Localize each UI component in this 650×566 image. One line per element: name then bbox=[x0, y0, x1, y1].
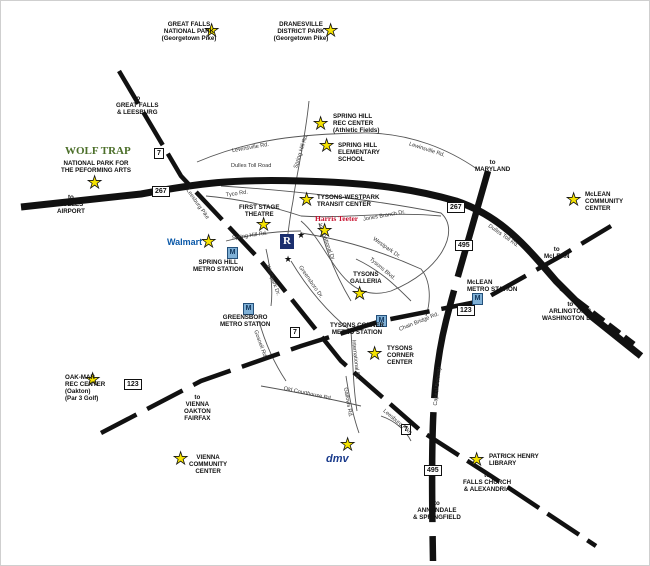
harris-teeter-logo: Harris Teeter bbox=[315, 214, 359, 223]
label-vienna-community: VIENNA COMMUNITY CENTER bbox=[189, 454, 228, 475]
marker-star-icon: ★ bbox=[297, 230, 306, 240]
star-icon-spring-hill-elem[interactable]: ★ bbox=[319, 136, 335, 156]
label-greensboro-metro: GREENSBORO METRO STATION bbox=[220, 314, 271, 328]
westpark-drive-west bbox=[265, 248, 273, 307]
greensboro-drive bbox=[290, 260, 352, 332]
direction-dulles: to DULLES AIRPORT bbox=[57, 194, 85, 215]
property-location-icon[interactable]: R bbox=[280, 234, 294, 249]
gallows-road bbox=[345, 375, 360, 434]
route-267-shield-west: 267 bbox=[152, 186, 170, 197]
direction-arlington: to ARLINGTON & WASHINGTON D.C. bbox=[542, 301, 599, 322]
direction-mclean: to McLEAN bbox=[544, 246, 570, 260]
lewinsville-road bbox=[196, 132, 478, 170]
walmart-logo: Walmart bbox=[167, 237, 203, 247]
star-icon-oak-mar[interactable]: ★ bbox=[85, 370, 101, 390]
star-icon-spring-hill-rec[interactable]: ★ bbox=[313, 114, 329, 134]
metro-icon-greensboro[interactable]: M bbox=[243, 303, 254, 315]
wolf-trap-logo: WOLF TRAP bbox=[65, 145, 131, 157]
tysons-blvd bbox=[355, 258, 412, 302]
international-drive-south bbox=[350, 330, 358, 412]
label-tysons-galleria: TYSONS GALLERIA bbox=[350, 271, 382, 285]
label-tysons-corner-center: TYSONS CORNER CENTER bbox=[387, 345, 414, 366]
star-icon-patrick-henry[interactable]: ★ bbox=[469, 450, 485, 470]
route-267-dulles-toll-road bbox=[20, 177, 644, 359]
route-123-chain-bridge bbox=[99, 224, 613, 435]
metro-icon-spring-hill[interactable]: M bbox=[227, 247, 238, 259]
leesburg-pike-connector bbox=[380, 415, 412, 442]
star-icon-dmv[interactable]: ★ bbox=[340, 435, 356, 455]
label-great-falls-park: GREAT FALLS NATIONAL PARK (Georgetown Pi… bbox=[161, 21, 217, 42]
route-123-shield-west: 123 bbox=[124, 379, 142, 390]
star-icon-first-stage[interactable]: ★ bbox=[256, 215, 272, 235]
star-icon-great-falls[interactable]: ★ bbox=[204, 21, 220, 41]
star-icon-vienna-community[interactable]: ★ bbox=[173, 449, 189, 469]
marker-star-icon-2: ★ bbox=[284, 254, 293, 264]
direction-great-falls: to GREAT FALLS & LEESBURG bbox=[116, 95, 159, 116]
direction-maryland: to MARYLAND bbox=[475, 159, 511, 173]
label-mclean-metro: McLEAN METRO STATION bbox=[467, 279, 518, 293]
tyco-road bbox=[205, 195, 302, 217]
label-spring-hill-rec: SPRING HILL REC CENTER (Athletic Fields) bbox=[333, 113, 380, 134]
label-tysons-westpark: TYSONS-WESTPARK TRANSIT CENTER bbox=[317, 194, 380, 208]
star-icon-dranesville[interactable]: ★ bbox=[323, 21, 339, 41]
route-7-shield-center: 7 bbox=[290, 327, 300, 338]
star-icon-mclean-community[interactable]: ★ bbox=[566, 190, 582, 210]
label-dranesville-park: DRANESVILLE DISTRICT PARK (Georgetown Pi… bbox=[273, 21, 329, 42]
star-icon-tysons-galleria[interactable]: ★ bbox=[352, 284, 368, 304]
label-spring-hill-elem: SPRING HILL ELEMENTARY SCHOOL bbox=[338, 142, 380, 163]
dmv-logo: dmv bbox=[326, 453, 349, 465]
route-7-shield-north: 7 bbox=[154, 148, 164, 159]
label-first-stage: FIRST STAGE THEATRE bbox=[239, 204, 280, 218]
international-drive-north bbox=[318, 222, 352, 302]
route-495-shield-north: 495 bbox=[455, 240, 473, 251]
route-123-shield-east: 123 bbox=[457, 305, 475, 316]
star-icon-wolf-trap[interactable]: ★ bbox=[87, 173, 103, 193]
label-wolf-trap: NATIONAL PARK FOR THE PEFORMING ARTS bbox=[61, 160, 131, 174]
westpark-drive bbox=[300, 232, 430, 317]
spring-hill-road-north bbox=[286, 100, 310, 242]
route-267-east-arrow bbox=[559, 286, 636, 346]
route-7-shield-south: 7 bbox=[401, 424, 411, 435]
label-oak-mar: OAK-MAR REC CENTER (Oakton) (Par 3 Golf) bbox=[65, 374, 106, 402]
street-dulles-toll-road: Dulles Toll Road bbox=[231, 163, 272, 169]
metro-icon-mclean[interactable]: M bbox=[472, 293, 483, 305]
label-tysons-corner-metro: TYSONS CORNER METRO STATION bbox=[330, 322, 384, 336]
route-7 bbox=[117, 69, 598, 548]
spring-hill-road-south bbox=[225, 230, 302, 242]
route-267-shield-east: 267 bbox=[447, 202, 465, 213]
loop-road bbox=[220, 185, 450, 294]
star-icon-walmart[interactable]: ★ bbox=[201, 232, 217, 252]
star-icon-harris-teeter[interactable]: ★ bbox=[317, 221, 333, 241]
direction-falls-church: to FALLS CHURCH & ALEXANDRIA bbox=[463, 472, 512, 493]
metro-icon-tysons-corner[interactable]: M bbox=[376, 315, 387, 327]
direction-vienna: to VIENNA OAKTON FAIRFAX bbox=[184, 394, 211, 422]
star-icon-tysons-westpark[interactable]: ★ bbox=[299, 190, 315, 210]
direction-annandale: to ANNANDALE & SPRINGFIELD bbox=[413, 500, 461, 521]
route-495-shield-south: 495 bbox=[424, 465, 442, 476]
label-patrick-henry: PATRICK HENRY LIBRARY bbox=[489, 453, 539, 467]
jones-branch-drive bbox=[300, 213, 442, 218]
star-icon-tysons-corner-center[interactable]: ★ bbox=[367, 344, 383, 364]
label-mclean-community: McLEAN COMMUNITY CENTER bbox=[585, 191, 624, 212]
label-spring-hill-metro: SPRING HILL METRO STATION bbox=[193, 259, 244, 273]
